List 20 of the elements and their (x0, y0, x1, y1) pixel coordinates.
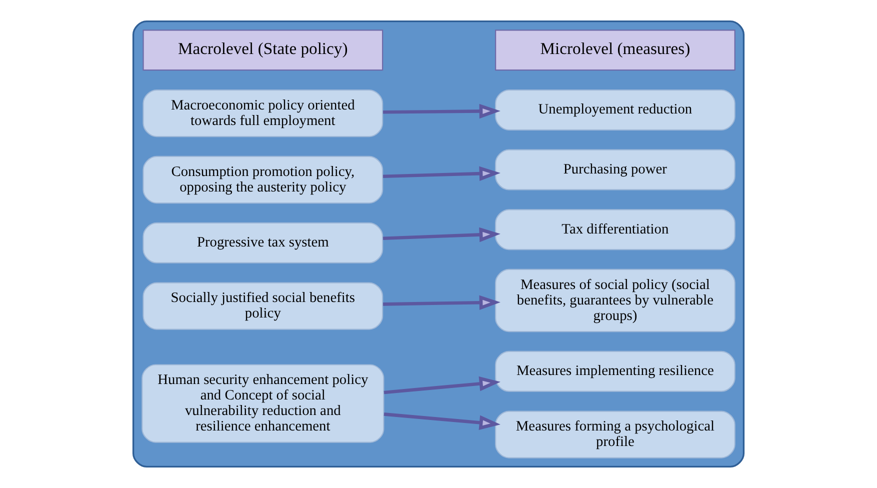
arrow (384, 412, 500, 430)
node-box: Measures of social policy (social benefits, guarantees by vulnerable groups) (495, 268, 736, 332)
arrow (384, 376, 500, 394)
node-box: Purchasing power (495, 149, 736, 190)
node-box: Measures implementing resilience (495, 350, 736, 392)
arrow (383, 104, 500, 119)
node-box: Human security enhancement policy and Concept of social vulnerability reduction and resilience enhancement (142, 364, 384, 443)
node-box: Socially justified social benefits policy (142, 282, 384, 330)
node-box: Macrolevel (State policy) (142, 30, 384, 71)
node-box: Progressive tax system (142, 222, 384, 264)
node-box: Tax differentiation (495, 209, 736, 250)
cluster (132, 20, 745, 468)
arrow (382, 166, 500, 181)
arrow (382, 227, 500, 242)
node-box: Unemployement reduction (495, 89, 736, 130)
node-box: Measures forming a psychological profile (495, 410, 736, 458)
arrow (383, 295, 500, 310)
node-box: Macroeconomic policy oriented towards full employment (142, 89, 384, 138)
node-box: Consumption promotion policy, opposing the austerity policy (142, 156, 384, 204)
node-box: Microlevel (measures) (495, 30, 736, 71)
